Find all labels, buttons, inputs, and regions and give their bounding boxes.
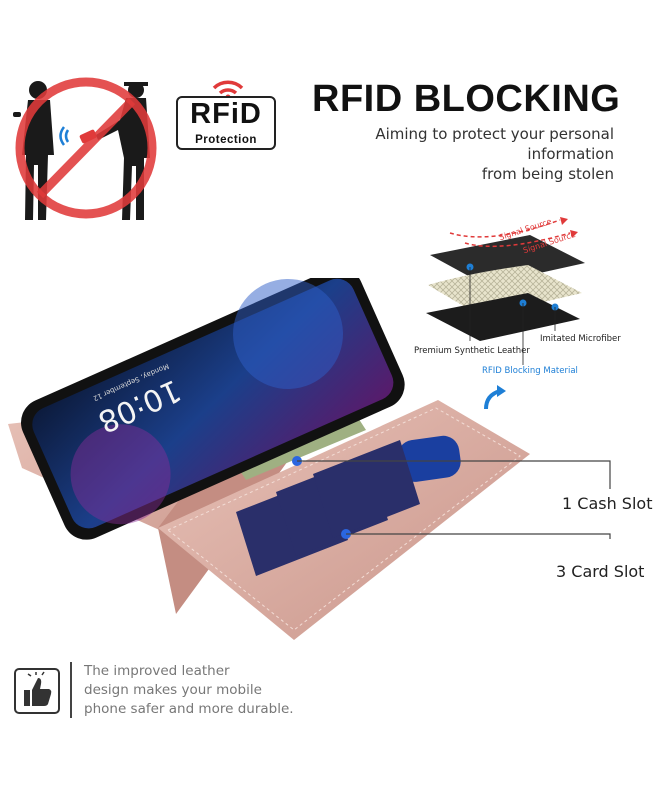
subtitle-line-2: from being stolen bbox=[481, 165, 614, 183]
card-slots bbox=[236, 440, 420, 576]
footer-divider bbox=[70, 662, 72, 718]
page-title: RFID BLOCKING bbox=[312, 78, 621, 120]
microfiber-label: Imitated Microfiber bbox=[540, 334, 621, 344]
footer-description: The improved leather design makes your m… bbox=[84, 662, 324, 719]
page-subtitle: Aiming to protect your personal informat… bbox=[290, 124, 614, 184]
curved-arrow-icon bbox=[484, 385, 506, 410]
phone-illustration bbox=[21, 278, 405, 540]
microfiber-layer bbox=[426, 293, 580, 341]
magnet-patch bbox=[397, 435, 461, 482]
subtitle-line-1: Aiming to protect your personal informat… bbox=[375, 125, 614, 163]
card-slot-label: 3 Card Slot bbox=[556, 562, 645, 581]
rfid-logo-text: RFiD bbox=[190, 98, 262, 130]
footer-line-1: The improved leather bbox=[84, 663, 230, 679]
thumbs-up-icon bbox=[14, 668, 60, 714]
synthetic-leather-label: Premium Synthetic Leather bbox=[414, 346, 530, 356]
footer-line-3: phone safer and more durable. bbox=[84, 701, 294, 717]
callout-lines bbox=[297, 460, 611, 539]
prohibition-icon bbox=[15, 77, 157, 219]
cash-slot-label: 1 Cash Slot bbox=[562, 494, 653, 513]
card-reader-icon bbox=[79, 129, 97, 144]
no-theft-illustration bbox=[13, 77, 157, 220]
rfid-logo-subtext: Protection bbox=[195, 134, 257, 146]
wallet-case-illustration bbox=[8, 278, 530, 640]
leather-layer bbox=[430, 235, 585, 285]
rfid-layers-diagram bbox=[426, 217, 585, 365]
rfid-logo-box bbox=[176, 96, 276, 150]
footer-line-2: design makes your mobile bbox=[84, 682, 262, 698]
rfid-material-label: RFID Blocking Material bbox=[482, 366, 578, 376]
rfid-logo: RFiD Protection bbox=[176, 76, 280, 154]
